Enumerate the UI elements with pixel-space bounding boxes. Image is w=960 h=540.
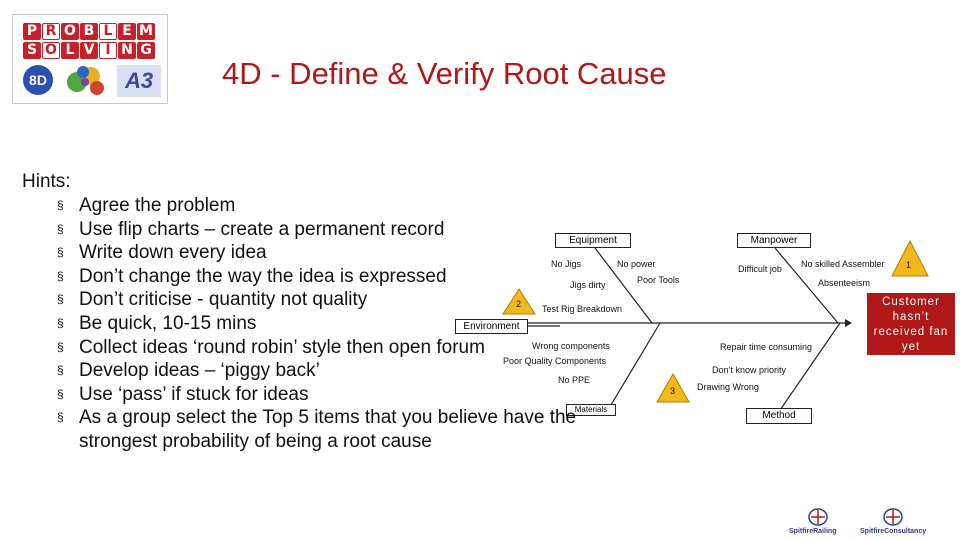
cause-absenteeism: Absenteeism — [818, 278, 871, 288]
logo-letter: G — [137, 42, 155, 59]
hint-text: Don’t change the way the idea is express… — [79, 265, 447, 287]
logo-letter: O — [42, 42, 60, 59]
category-manpower: Manpower — [737, 233, 811, 248]
cause-drawing-wrong: Drawing Wrong — [697, 382, 759, 392]
category-method: Method — [746, 408, 812, 424]
bullet-icon: § — [57, 268, 64, 283]
gear-cluster-icon — [67, 66, 104, 95]
hint-text: Write down every idea — [79, 242, 267, 264]
list-item: § Use flip charts – create a permanent re… — [57, 218, 697, 242]
category-environment: Environment — [455, 319, 528, 334]
cause-repair-time-consuming: Repair time consuming — [720, 342, 813, 352]
logo-letter: E — [118, 23, 136, 40]
logo-row-problem: P R O B L E M — [23, 23, 155, 40]
cause-poor-quality-components: Poor Quality Components — [503, 356, 607, 366]
marker-2-label: 2 — [516, 299, 522, 309]
logo-letter: S — [23, 42, 41, 59]
list-item: § Use ‘pass’ if stuck for ideas — [57, 383, 697, 407]
footer-brand-1: SpitfireRailing — [789, 528, 837, 535]
bullet-icon: § — [57, 198, 64, 212]
bullet-icon: § — [57, 363, 64, 378]
bone-method — [777, 322, 841, 414]
problem-solving-logo: P R O B L E M S O L V I N G 8D A3 — [12, 14, 168, 104]
list-item: § Don’t criticise - quantity not quality — [57, 288, 697, 312]
marker-3-label: 3 — [670, 386, 676, 396]
marker-1-label: 1 — [906, 260, 912, 270]
logo-letter: M — [137, 23, 155, 40]
logo-letter: L — [99, 23, 117, 40]
cause-no-jigs: No Jigs — [551, 259, 582, 269]
logo-letter: I — [99, 42, 117, 59]
hint-text: Don’t criticise - quantity not quality — [79, 289, 368, 311]
list-item: § Collect ideas ‘round robin’ style then … — [57, 336, 697, 360]
bullet-icon: § — [57, 315, 64, 330]
category-materials: Materials — [566, 404, 616, 416]
logo-letter: O — [61, 23, 79, 40]
hint-text: Agree the problem — [79, 195, 236, 216]
marker-1-icon — [891, 239, 929, 277]
logo-letter: B — [80, 23, 98, 40]
spitfire-consultancy-logo-icon — [883, 508, 903, 526]
footer-brand-2: SpitfireConsultancy — [860, 528, 927, 535]
hint-text: Use ‘pass’ if stuck for ideas — [79, 383, 309, 405]
cause-poor-tools: Poor Tools — [637, 275, 680, 285]
effect-box: Customer hasn’t received fan yet — [867, 293, 955, 355]
logo-letter: N — [118, 42, 136, 59]
list-item: § Develop ideas – ‘piggy back’ — [57, 359, 697, 383]
cause-jigs-dirty: Jigs dirty — [570, 280, 606, 290]
cause-no-skilled-assembler: No skilled Assembler — [801, 259, 885, 269]
bullet-icon: § — [57, 292, 64, 307]
cause-wrong-components: Wrong components — [532, 341, 610, 351]
spine-arrowhead — [845, 319, 852, 327]
bullet-icon: § — [57, 386, 64, 401]
hint-text: As a group select the Top 5 items that y… — [79, 407, 577, 452]
cause-no-power: No power — [617, 259, 656, 269]
bullet-icon: § — [57, 245, 64, 260]
bullet-icon: § — [57, 221, 64, 236]
bullet-icon: § — [57, 410, 64, 425]
list-item: § Don’t change the way the idea is expres… — [57, 265, 697, 289]
hints-label: Hints: — [22, 171, 71, 192]
marker-3-icon — [656, 372, 690, 403]
hint-text: Develop ideas – ‘piggy back’ — [79, 360, 320, 382]
bone-equipment — [594, 247, 653, 324]
marker-2-icon — [502, 288, 536, 315]
hints-list: § Agree the problem § Use flip charts – cr… — [57, 194, 697, 454]
hint-text: Use flip charts – create a permanent rec… — [79, 218, 445, 240]
badge-8d-icon: 8D — [23, 65, 53, 95]
bone-materials — [604, 322, 661, 416]
list-item: § Agree the problem — [57, 194, 697, 218]
badge-8d-label: 8D — [29, 72, 47, 88]
logo-letter: L — [61, 42, 79, 59]
logo-letter: V — [80, 42, 98, 59]
cause-difficult-job: Difficult job — [738, 264, 782, 274]
cause-dont-know-priority: Don’t know priority — [712, 365, 787, 375]
list-item: § Write down every idea — [57, 241, 697, 265]
list-item: § Be quick, 10-15 mins — [57, 312, 697, 336]
category-equipment: Equipment — [555, 233, 631, 248]
bone-manpower — [774, 247, 839, 324]
cause-test-rig-breakdown: Test Rig Breakdown — [542, 304, 623, 314]
list-item: § As a group select the Top 5 items that … — [57, 406, 639, 453]
logo-letter: P — [23, 23, 41, 40]
hint-text: Be quick, 10-15 mins — [79, 312, 257, 334]
spitfire-railing-logo-icon — [808, 508, 828, 526]
logo-row-solving: S O L V I N G — [23, 42, 155, 59]
hint-text: Collect ideas ‘round robin’ style then o… — [79, 336, 485, 358]
bullet-icon: § — [57, 339, 64, 354]
badge-a3-label: A3 — [124, 68, 154, 93]
page-title: 4D - Define & Verify Root Cause — [222, 56, 667, 91]
cause-no-ppe: No PPE — [558, 375, 591, 385]
logo-letter: R — [42, 23, 60, 40]
badge-a3-icon: A3 — [117, 65, 161, 97]
